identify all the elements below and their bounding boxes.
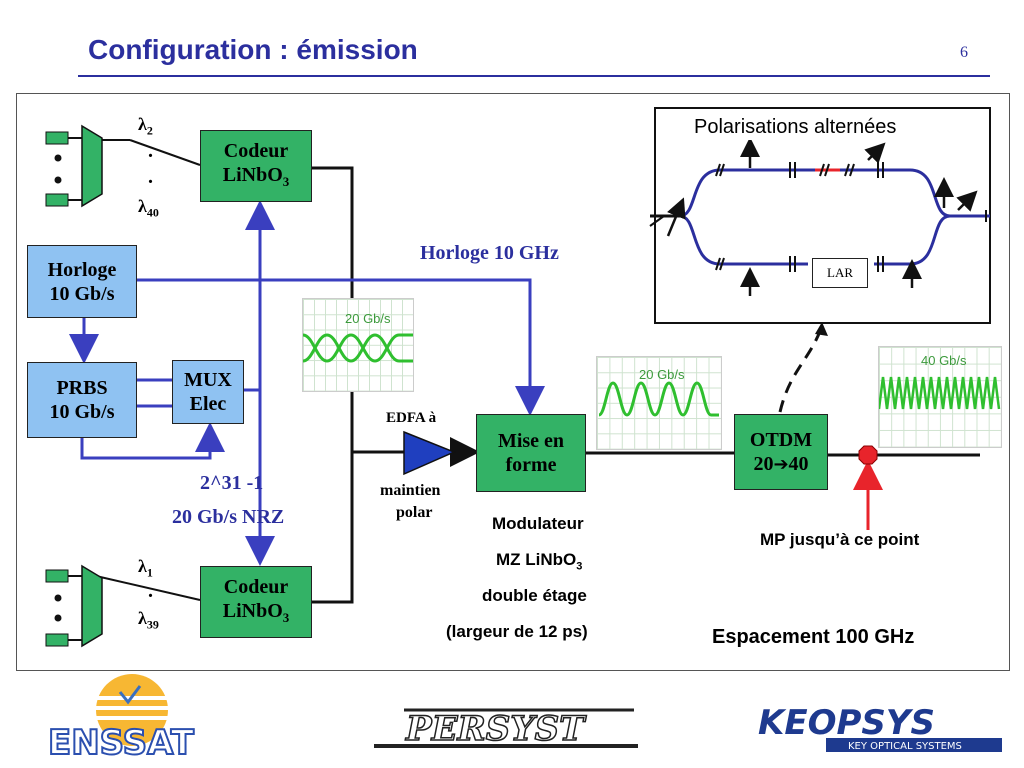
modulateur-line-4: (largeur de 12 ps) [446,622,588,641]
perssyst-logo: PERSYST [374,708,638,750]
wavelength-mux-top [45,124,103,208]
modulateur-line-3: double étage [482,586,587,605]
lar-component: LAR [812,258,868,288]
diagram-frame [16,93,1010,671]
prbs-param-1: 2^31 -1 [200,472,264,494]
eye-diagram-rz-40: 40 Gb/s [878,346,1002,448]
lambda-39-label: λ39 [138,608,159,632]
mp-marker-icon [858,445,878,465]
svg-text:KEOPSYS: KEOPSYS [758,703,935,743]
eye-diagram-nrz: 20 Gb/s [302,298,414,392]
svg-text:ENSSAT: ENSSAT [48,723,195,763]
dot-2: . [148,166,153,188]
wavelength-mux-bottom [45,564,103,648]
polar-label: polar [396,504,433,521]
eye-diagram-rz-20: 20 Gb/s [596,356,722,450]
mp-label: MP jusqu’à ce point [760,530,920,549]
modulateur-line-1: Modulateur [492,514,584,533]
lambda-40-label: λ40 [138,196,159,220]
modulateur-line-2: MZ LiNbO3 [496,550,583,573]
maintien-label: maintien [380,482,441,499]
svg-text:KEY OPTICAL SYSTEMS: KEY OPTICAL SYSTEMS [848,741,962,752]
slide-title: Configuration : émission [88,34,418,65]
edfa-amplifier-icon [403,430,456,476]
prbs-param-2: 20 Gb/s NRZ [172,506,285,528]
title-rule [78,75,990,77]
polarisation-interferometer [649,140,990,296]
dot-3: . [148,580,153,602]
keopsys-logo: KEOPSYS KEY OPTICAL SYSTEMS [758,703,1002,752]
svg-text:PERSYST: PERSYST [405,709,587,749]
espacement-label: Espacement 100 GHz [712,626,915,648]
lambda-1-label: λ1 [138,556,153,580]
edfa-label: EDFA à [386,410,437,426]
enssat-logo: ENSSAT [47,674,196,764]
dot-1: . [148,140,153,162]
lambda-2-label: λ2 [138,114,153,138]
page-number: 6 [960,44,968,61]
horloge-10ghz-label: Horloge 10 GHz [420,242,559,264]
polarisation-title: Polarisations alternées [694,116,897,138]
